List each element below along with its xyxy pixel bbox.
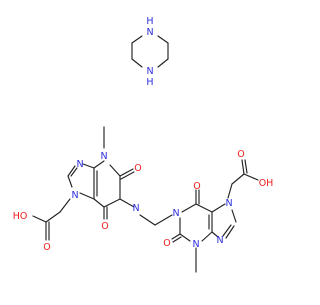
right-xanthine: N N N N O O O OH bbox=[163, 149, 274, 269]
acid-hydroxyl-label: OH bbox=[259, 178, 274, 189]
nitrogen-label: N bbox=[146, 27, 153, 38]
n9-label: N bbox=[76, 159, 83, 170]
methyl-groups bbox=[103, 126, 197, 273]
ethylene-bridge bbox=[139, 214, 173, 226]
n7-label: N bbox=[71, 190, 78, 201]
piperazine-nh-bottom: N H bbox=[146, 66, 153, 88]
n3-label: N bbox=[100, 151, 107, 162]
molecule-canvas: N H N H N N N bbox=[13, 16, 274, 273]
hydrogen-label: H bbox=[146, 77, 153, 88]
oxo-label: O bbox=[163, 238, 170, 249]
n9-label: N bbox=[216, 235, 223, 246]
acid-oxygen-label: O bbox=[237, 149, 244, 160]
oxo-label: O bbox=[134, 163, 141, 174]
n1-label: N bbox=[172, 208, 179, 219]
n1-label: N bbox=[132, 203, 139, 214]
piperazine-nh-top: N H bbox=[146, 16, 153, 38]
piperazine: N H N H bbox=[131, 16, 169, 88]
oxo-label: O bbox=[101, 221, 108, 232]
nitrogen-label: N bbox=[146, 66, 153, 77]
structure-diagram: N H N H N N N bbox=[13, 16, 274, 273]
n3-label: N bbox=[192, 239, 199, 250]
oxo-label: O bbox=[193, 181, 200, 192]
left-xanthine: N N N N O O O HO bbox=[13, 132, 142, 253]
acid-hydroxyl-label: HO bbox=[13, 211, 28, 222]
acid-oxygen-label: O bbox=[43, 242, 50, 253]
hydrogen-label: H bbox=[146, 16, 153, 27]
n7-label: N bbox=[225, 198, 232, 209]
